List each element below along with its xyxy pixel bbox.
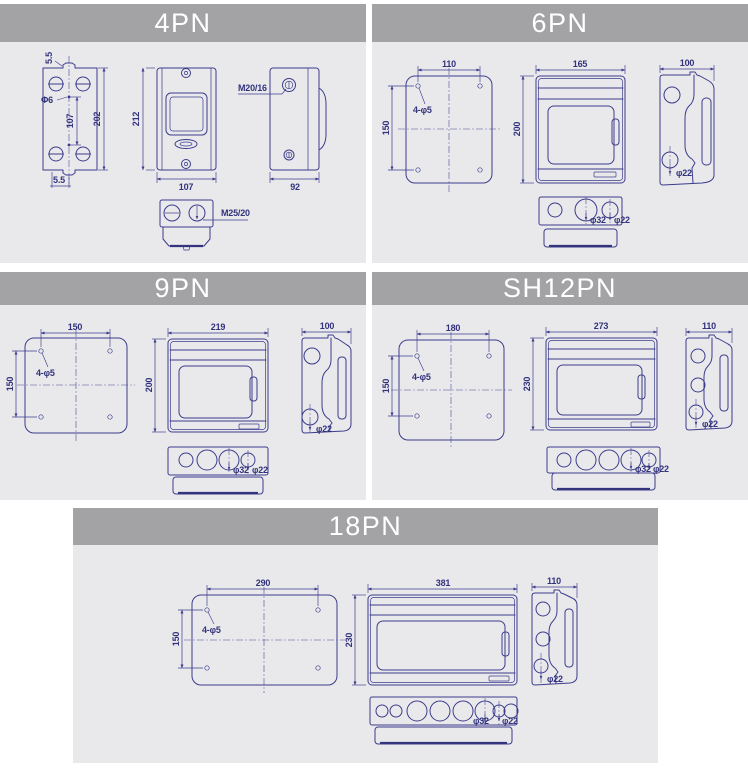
dim-9pn-side-hole: φ22 [316,424,332,434]
dim-sh12pn-plate-holes: 4-φ5 [412,372,431,382]
panel-sh12pn-title: SH12PN [502,273,618,303]
dim-6pn-plate-holes: 4-φ5 [413,105,432,115]
dim-18pn-front-height: 230 [344,633,354,648]
dim-18pn-plate-height: 150 [171,632,181,647]
9pn-side-view: φ22 100 [301,321,352,434]
4pn-front-view: 212 107 [131,67,217,192]
dim-4pn-plate-pitch: 107 [65,114,75,129]
dim-4pn-side-depth: 92 [290,182,300,192]
dim-18pn-bottom-hole-large: φ32 [473,716,489,726]
panel-6pn: 6PN 110 4-φ5 [372,4,748,263]
dim-4pn-front-width: 107 [179,182,194,192]
panel-sh12pn: SH12PN 180 4-φ5 [372,272,748,500]
sh12pn-mounting-plate-view: 180 4-φ5 150 [381,323,512,448]
panel-6pn-drawings: 110 4-φ5 150 [372,42,748,263]
dim-18pn-front-width: 381 [436,578,451,588]
18pn-front-view: 381 230 [344,578,518,686]
panel-4pn-title: 4PN [154,7,212,38]
dim-6pn-bottom-hole-small: φ22 [614,215,630,225]
dim-9pn-front-width: 219 [211,322,226,332]
dim-6pn-side-hole: φ22 [676,168,692,178]
drawing-9pn: 150 4-φ5 150 [5,321,352,495]
dim-sh12pn-side-depth: 110 [702,321,716,331]
panel-18pn: 18PN 290 4-φ5 [73,508,658,763]
dim-sh12pn-bottom-hole-large: φ32 [635,464,651,474]
dim-9pn-plate-height: 150 [5,377,15,392]
dim-9pn-bottom-hole-large: φ32 [233,465,249,475]
drawing-sh12pn: 180 4-φ5 150 [381,321,733,491]
dim-sh12pn-side-hole: φ22 [702,419,718,429]
panel-9pn: 9PN 150 4-φ5 [0,272,366,500]
sh12pn-bottom-view: φ32 φ22 [546,446,669,491]
dim-9pn-bottom-hole-small: φ22 [252,465,268,475]
sh12pn-front-view: 273 230 [522,321,658,431]
4pn-mounting-plate-view: Φ6 107 202 5.5 5.5 [41,52,108,188]
18pn-mounting-plate-view: 290 4-φ5 150 [171,578,345,693]
panel-6pn-title: 6PN [531,7,589,38]
panel-18pn-drawings: 290 4-φ5 150 [73,545,658,763]
dim-18pn-plate-width: 290 [256,578,271,588]
6pn-bottom-view: φ32 φ22 [538,196,630,248]
panel-4pn: 4PN Φ6 [0,4,366,263]
panel-4pn-header: 4PN [0,4,366,42]
panel-18pn-title: 18PN [328,511,403,541]
4pn-side-view: M20/16 92 [238,67,327,192]
4pn-bottom-view: M25/20 [159,199,250,251]
dim-sh12pn-plate-height: 150 [381,379,391,394]
dim-4pn-plate-hole: Φ6 [41,95,53,105]
dim-4pn-plate-height: 202 [92,112,102,127]
dim-sh12pn-front-height: 230 [522,377,532,392]
drawing-6pn: 110 4-φ5 150 [381,58,715,248]
panel-sh12pn-header: SH12PN [372,272,748,305]
dim-18pn-plate-holes: 4-φ5 [202,625,221,635]
panel-18pn-header: 18PN [73,508,658,545]
dim-sh12pn-front-width: 273 [594,321,609,331]
9pn-mounting-plate-view: 150 4-φ5 150 [5,322,135,442]
dim-9pn-front-height: 200 [144,378,154,393]
dim-18pn-bottom-hole-small: φ22 [502,716,518,726]
9pn-bottom-view: φ32 φ22 [167,446,269,495]
dim-4pn-side-gland: M20/16 [238,83,267,93]
drawing-18pn: 290 4-φ5 150 [171,576,578,745]
18pn-side-view: φ22 110 [531,576,578,686]
6pn-mounting-plate-view: 110 4-φ5 150 [381,59,500,192]
dim-6pn-plate-width: 110 [442,59,456,69]
dim-9pn-plate-holes: 4-φ5 [36,368,55,378]
panel-4pn-drawings: Φ6 107 202 5.5 5.5 [0,42,366,263]
sh12pn-side-view: φ22 110 [685,321,733,431]
panel-9pn-title: 9PN [154,273,212,303]
dim-18pn-side-hole: φ22 [547,674,563,684]
panel-9pn-header: 9PN [0,272,366,305]
drawing-4pn: Φ6 107 202 5.5 5.5 [41,52,327,251]
panel-6pn-header: 6PN [372,4,748,42]
dim-9pn-plate-width: 150 [68,322,83,332]
dim-sh12pn-bottom-hole-small: φ22 [653,464,669,474]
6pn-side-view: φ22 100 [659,58,715,186]
dim-6pn-bottom-hole-large: φ32 [590,215,606,225]
dim-6pn-plate-height: 150 [381,121,391,136]
dim-18pn-side-depth: 110 [547,576,561,586]
dim-4pn-front-height: 212 [131,112,141,127]
dim-6pn-front-width: 165 [573,59,588,69]
panel-9pn-drawings: 150 4-φ5 150 [0,305,366,500]
dim-6pn-front-height: 200 [512,122,522,137]
dim-6pn-side-depth: 100 [680,58,695,68]
dim-9pn-side-depth: 100 [320,321,335,331]
9pn-front-view: 219 200 [144,322,269,433]
18pn-bottom-view: φ32 φ22 [369,696,519,745]
dim-4pn-tab-top: 5.5 [44,52,54,64]
panel-sh12pn-drawings: 180 4-φ5 150 [372,305,748,500]
dim-4pn-tab-bottom: 5.5 [53,175,65,185]
dim-sh12pn-plate-width: 180 [446,323,461,333]
6pn-front-view: 165 200 [512,59,626,184]
dim-4pn-bottom-gland: M25/20 [221,208,250,218]
